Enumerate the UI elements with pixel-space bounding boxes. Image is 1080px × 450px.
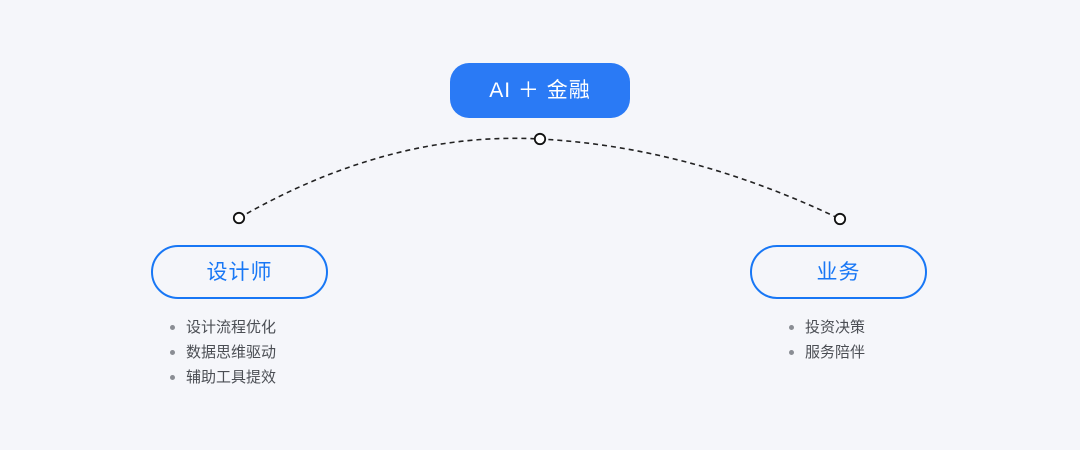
list-item-label: 服务陪伴 <box>805 344 866 361</box>
arc-marker-right-icon <box>833 212 847 226</box>
list-item-label: 设计流程优化 <box>186 319 277 336</box>
bullet-dot-icon <box>170 375 175 380</box>
node-branch-designer[interactable]: 设计师 <box>151 245 328 299</box>
list-item-label: 数据思维驱动 <box>186 344 277 361</box>
node-root-label: AI ＋ 金融 <box>489 79 591 102</box>
bullet-dot-icon <box>789 350 794 355</box>
node-branch-designer-label: 设计师 <box>206 260 273 284</box>
node-branch-business[interactable]: 业务 <box>750 245 927 299</box>
list-item: 服务陪伴 <box>789 340 865 365</box>
node-branch-business-label: 业务 <box>816 260 861 284</box>
list-item: 设计流程优化 <box>170 315 276 340</box>
node-root[interactable]: AI ＋ 金融 <box>450 63 630 118</box>
dashed-arc-path <box>238 137 841 220</box>
list-item-label: 辅助工具提效 <box>186 369 277 386</box>
list-item-label: 投资决策 <box>805 319 866 336</box>
bullet-dot-icon <box>170 350 175 355</box>
bullet-dot-icon <box>789 325 794 330</box>
bullet-dot-icon <box>170 325 175 330</box>
arc-marker-left-icon <box>232 211 246 225</box>
list-item: 数据思维驱动 <box>170 340 276 365</box>
arc-marker-apex-icon <box>533 132 547 146</box>
list-item: 投资决策 <box>789 315 865 340</box>
bullet-list-business: 投资决策 服务陪伴 <box>789 315 865 365</box>
bullet-list-designer: 设计流程优化 数据思维驱动 辅助工具提效 <box>170 315 276 390</box>
list-item: 辅助工具提效 <box>170 365 276 390</box>
